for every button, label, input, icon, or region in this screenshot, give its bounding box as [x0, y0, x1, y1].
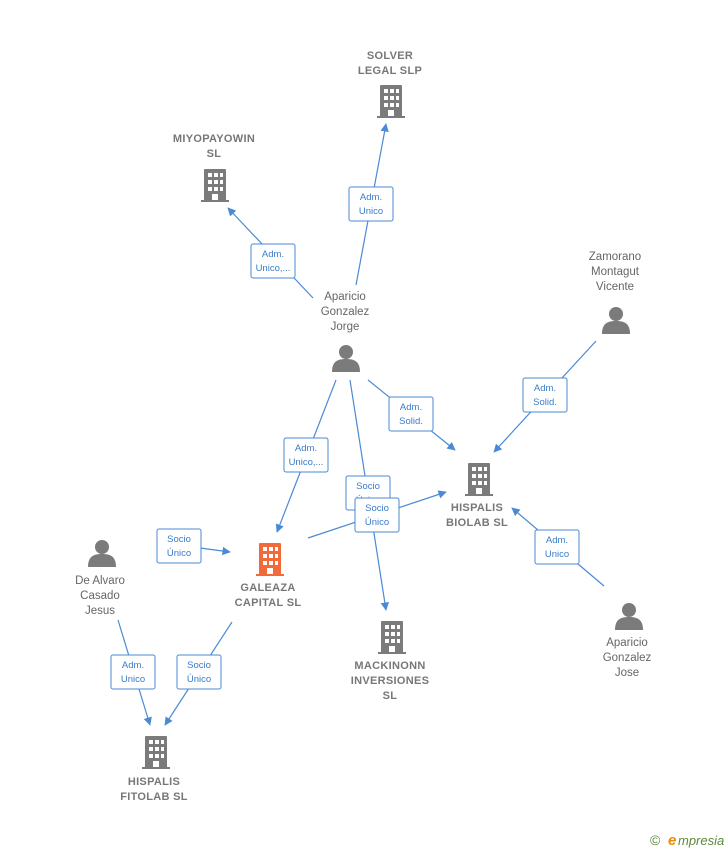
node-label-line: GALEAZA [240, 582, 295, 594]
node-label-line: INVERSIONES [351, 675, 430, 687]
node-label-line: Vicente [596, 281, 634, 293]
node-label-line: SOLVER [367, 50, 413, 62]
brand-initial: e [668, 832, 676, 849]
edge-label-box [283, 437, 329, 473]
edge-label-zamorano-to-biolab[interactable]: Adm. Solid. [522, 377, 568, 413]
node-label-line: Gonzalez [603, 652, 652, 664]
node-label-line: Gonzalez [321, 306, 370, 318]
brand-logo[interactable]: © e mpresia [650, 832, 724, 849]
node-label-line: Aparicio [606, 637, 648, 649]
company-node-galeaza[interactable]: GALEAZA CAPITAL SL [235, 543, 302, 609]
edge-label-box [522, 377, 568, 413]
node-label-line: MIYOPAYOWIN [173, 133, 255, 145]
edge-label-aparicio_jorge-to-biolab[interactable]: Adm. Solid. [388, 396, 434, 432]
node-label-line: CAPITAL SL [235, 597, 302, 609]
building-icon [378, 621, 406, 654]
node-label-line: Jose [615, 667, 639, 679]
edge-label-box [156, 528, 202, 564]
person-icon [602, 307, 630, 334]
node-label-line: LEGAL SLP [358, 65, 422, 77]
node-label-line: Montagut [591, 266, 640, 278]
edge-label-text: Solid. [399, 416, 423, 427]
building-icon [256, 543, 284, 576]
edge-label-box [354, 497, 400, 533]
building-icon [465, 463, 493, 496]
node-label-line: BIOLAB SL [446, 517, 508, 529]
edge-label-text: Adm. [122, 660, 144, 671]
edge-label-text: Adm. [295, 443, 317, 454]
node-label-line: Aparicio [324, 291, 366, 303]
edge-label-text: Adm. [546, 535, 568, 546]
node-label-line: Casado [80, 590, 120, 602]
node-label-line: Jorge [331, 321, 360, 333]
edge-label-text: Adm. [534, 383, 556, 394]
edge-label-box [348, 186, 394, 222]
edge-label-text: Unico,... [256, 263, 291, 274]
edge-label-text: Socio [187, 660, 211, 671]
edge-label-text: Unico [359, 206, 383, 217]
edge-label-aparicio_jorge-to-solver[interactable]: Adm. Unico [348, 186, 394, 222]
node-label-line: FITOLAB SL [120, 791, 188, 803]
company-node-solver[interactable]: SOLVER LEGAL SLP [358, 50, 422, 118]
company-node-mackinonn[interactable]: MACKINONN INVERSIONES SL [351, 621, 430, 702]
edge-label-text: Solid. [533, 397, 557, 408]
node-label-line: HISPALIS [451, 502, 503, 514]
edge-dealvaro-to-galeaza [199, 546, 231, 556]
edge-label-box [250, 243, 296, 279]
building-icon [142, 736, 170, 769]
edge-label-text: Unico [121, 674, 145, 685]
node-label-line: MACKINONN [354, 660, 425, 672]
node-label-line: SL [383, 690, 398, 702]
edge-label-text: Adm. [400, 402, 422, 413]
building-icon [201, 169, 229, 202]
building-icon [377, 85, 405, 118]
edge-label-text: Único [365, 517, 389, 528]
edge-label-text: Socio [356, 481, 380, 492]
edge-label-aparicio_jose-to-biolab[interactable]: Adm. Unico [534, 529, 580, 565]
node-label-line: Jesus [85, 605, 115, 617]
person-icon [615, 603, 643, 630]
company-node-biolab[interactable]: HISPALIS BIOLAB SL [446, 463, 508, 529]
edge-label-aparicio_jorge-to-galeaza[interactable]: Adm. Unico,... [283, 437, 329, 473]
person-icon [332, 345, 360, 372]
edge-label-dealvaro-to-fitolab[interactable]: Adm. Unico [110, 654, 156, 690]
node-label-line: HISPALIS [128, 776, 180, 788]
edge-label-text: Único [187, 674, 211, 685]
edge-labels-layer: Adm.UnicoAdm.Unico,...Adm.Solid.Adm.Unic… [110, 186, 580, 690]
copyright-symbol: © [650, 832, 661, 848]
edge-label-text: Unico [545, 549, 569, 560]
edge-label-text: Socio [365, 503, 389, 514]
company-node-miyo[interactable]: MIYOPAYOWIN SL [173, 133, 255, 202]
edge-label-text: Único [167, 548, 191, 559]
edge-label-text: Adm. [360, 192, 382, 203]
edge-label-text: Socio [167, 534, 191, 545]
person-icon [88, 540, 116, 567]
edge-label-aparicio_jorge-to-miyo[interactable]: Adm. Unico,... [250, 243, 296, 279]
edge-label-text: Adm. [262, 249, 284, 260]
edge-label-box [534, 529, 580, 565]
node-label-line: De Alvaro [75, 575, 125, 587]
node-label-line: Zamorano [589, 251, 641, 263]
edge-label-box [110, 654, 156, 690]
edge-label-box [176, 654, 222, 690]
company-node-fitolab[interactable]: HISPALIS FITOLAB SL [120, 736, 188, 803]
edge-label-box [388, 396, 434, 432]
edge-label-text: Unico,... [289, 457, 324, 468]
node-label-line: SL [207, 148, 222, 160]
brand-name: mpresia [678, 833, 724, 848]
